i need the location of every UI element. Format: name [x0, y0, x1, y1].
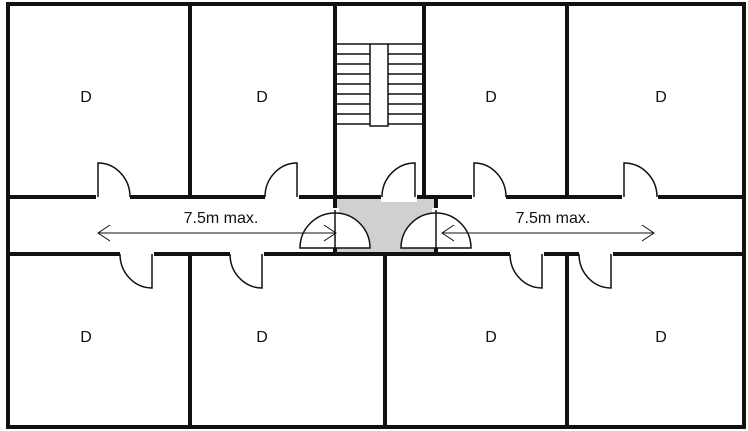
measurement-arrow-left: [97, 224, 337, 242]
measurement-label-left: 7.5m max.: [184, 210, 259, 227]
room-label: D: [256, 329, 268, 346]
door-icon: [96, 162, 131, 202]
room-label: D: [80, 89, 92, 106]
door-icon: [400, 208, 472, 249]
door-icon: [229, 249, 264, 289]
door-icon: [578, 249, 613, 289]
measurement-label-right: 7.5m max.: [516, 210, 591, 227]
room-label: D: [485, 89, 497, 106]
door-icon: [119, 249, 154, 289]
room-label: D: [655, 329, 667, 346]
door-icon: [381, 162, 417, 202]
door-icon: [472, 162, 507, 202]
room-label: D: [485, 329, 497, 346]
door-icon: [509, 249, 544, 289]
room-label: D: [80, 329, 92, 346]
staircase-icon: [337, 43, 422, 127]
outer-wall: [6, 2, 746, 429]
door-icon: [264, 162, 299, 202]
room-label: D: [256, 89, 268, 106]
room-label: D: [655, 89, 667, 106]
measurement-arrow-right: [441, 224, 655, 242]
door-icon: [622, 162, 658, 202]
